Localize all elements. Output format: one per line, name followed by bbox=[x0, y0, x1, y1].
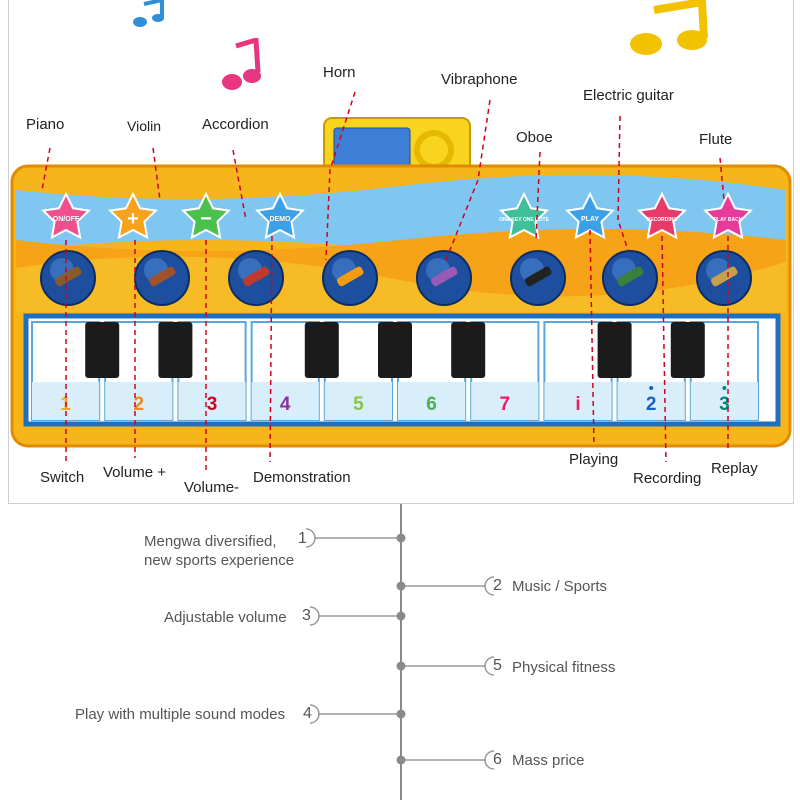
timeline-dot bbox=[396, 755, 406, 765]
black-key bbox=[378, 322, 412, 378]
feature-1-number: 1 bbox=[298, 530, 307, 547]
feature-1-line-2: new sports experience bbox=[144, 552, 295, 569]
label-vibraphone: Vibraphone bbox=[441, 71, 518, 88]
timeline-dot bbox=[396, 661, 406, 671]
leader-line bbox=[719, 157, 725, 201]
timeline-connector bbox=[396, 750, 495, 770]
feature-3-text: Adjustable volume bbox=[164, 609, 287, 626]
leader-line bbox=[232, 149, 247, 221]
mat-button-label: ON/OFF bbox=[53, 216, 80, 223]
label-replay: Replay bbox=[711, 460, 758, 477]
feature-6-number: 6 bbox=[493, 751, 502, 768]
mat-button-label: DEMO bbox=[270, 216, 292, 223]
product-image-frame bbox=[8, 0, 794, 504]
leader-line bbox=[445, 99, 491, 261]
label-oboe: Oboe bbox=[516, 129, 553, 146]
mat-button-label: RECORDING bbox=[647, 217, 678, 223]
timeline-connectors bbox=[305, 528, 495, 770]
label-demonstration: Demonstration bbox=[253, 469, 351, 486]
label-violin: Violin bbox=[127, 118, 161, 134]
feature-5-number: 5 bbox=[493, 657, 502, 674]
key-number-label: 7 bbox=[500, 394, 511, 415]
timeline-dot bbox=[396, 581, 406, 591]
feature-2-number: 2 bbox=[493, 577, 502, 594]
key-number-label: 2 bbox=[134, 394, 145, 415]
mat-star-button: PLAY BACK bbox=[703, 191, 753, 240]
label-accordion: Accordion bbox=[202, 116, 269, 133]
guitar-instrument-icon bbox=[602, 250, 658, 306]
label-volume-plus: Volume + bbox=[103, 464, 166, 481]
key-number-label: 3 bbox=[207, 394, 218, 415]
music-note-icon bbox=[630, 0, 708, 55]
label-switch: Switch bbox=[40, 469, 85, 486]
key-number-label: 5 bbox=[353, 394, 364, 415]
black-key bbox=[304, 322, 339, 378]
mat-star-button: ONE KEY ONE NOTE bbox=[499, 191, 550, 240]
black-key bbox=[451, 322, 486, 378]
timeline-connector bbox=[305, 528, 406, 548]
key-number-label: i bbox=[575, 394, 580, 415]
mat-star-button: − bbox=[181, 191, 231, 240]
violin-instrument-icon bbox=[134, 250, 190, 306]
mat-button-label: + bbox=[127, 208, 139, 230]
leader-line bbox=[325, 91, 356, 261]
feature-2-text: Music / Sports bbox=[512, 578, 608, 595]
feature-4-number: 4 bbox=[303, 705, 312, 722]
mat-button-label: PLAY bbox=[581, 216, 599, 223]
key-number-label: 3 bbox=[719, 394, 730, 415]
horn-instrument-icon bbox=[322, 250, 378, 306]
feature-5-text: Physical fitness bbox=[512, 659, 616, 676]
black-key bbox=[85, 322, 120, 378]
leader-line bbox=[269, 235, 273, 463]
piano-instrument-icon bbox=[40, 250, 96, 306]
music-note-icon bbox=[133, 0, 164, 27]
leader-line bbox=[41, 147, 51, 191]
timeline-connector bbox=[309, 704, 406, 724]
timeline-connector bbox=[396, 656, 495, 676]
label-horn: Horn bbox=[323, 64, 356, 81]
vibraphone-instrument-icon bbox=[416, 250, 472, 306]
timeline-line bbox=[400, 504, 402, 800]
mat-star-button: ON/OFF bbox=[41, 191, 91, 240]
timeline-connector bbox=[396, 576, 495, 596]
black-key bbox=[158, 322, 193, 378]
feature-3-number: 3 bbox=[302, 607, 311, 624]
feature-1-line-1: Mengwa diversified, bbox=[144, 533, 277, 550]
feature-4-text: Play with multiple sound modes bbox=[75, 706, 286, 723]
music-note-icon bbox=[222, 38, 261, 90]
mat-button-label: ONE KEY ONE NOTE bbox=[499, 217, 550, 223]
black-key bbox=[597, 322, 632, 378]
leader-line bbox=[589, 229, 595, 447]
timeline-connector bbox=[309, 606, 406, 626]
leader-line bbox=[661, 235, 667, 463]
mat-star-button: DEMO bbox=[255, 191, 305, 240]
label-playing: Playing bbox=[569, 451, 619, 468]
feature-1-text: Mengwa diversified, new sports experienc… bbox=[144, 532, 294, 570]
leader-line bbox=[535, 151, 541, 241]
label-recording: Recording bbox=[633, 470, 702, 487]
oboe-instrument-icon bbox=[510, 250, 566, 306]
accordion-instrument-icon bbox=[228, 250, 284, 306]
timeline-dot bbox=[396, 533, 406, 543]
mat-button-label: − bbox=[200, 208, 212, 230]
timeline-dot bbox=[396, 611, 406, 621]
mat-star-button: RECORDING bbox=[637, 191, 687, 240]
key-number-label: 2 bbox=[646, 394, 657, 415]
label-volume-minus: Volume- bbox=[184, 479, 240, 496]
label-flute: Flute bbox=[699, 131, 733, 148]
timeline-dot bbox=[396, 709, 406, 719]
flute-instrument-icon bbox=[696, 250, 752, 306]
key-number-label: 4 bbox=[280, 394, 291, 415]
black-key bbox=[670, 322, 705, 378]
mat-button-label: PLAY BACK bbox=[714, 217, 743, 223]
feature-6-text: Mass price bbox=[512, 752, 585, 769]
key-number-label: 6 bbox=[426, 394, 437, 415]
label-electric-guitar: Electric guitar bbox=[583, 87, 674, 104]
mat-star-button: + bbox=[108, 191, 158, 240]
label-piano: Piano bbox=[26, 116, 65, 133]
